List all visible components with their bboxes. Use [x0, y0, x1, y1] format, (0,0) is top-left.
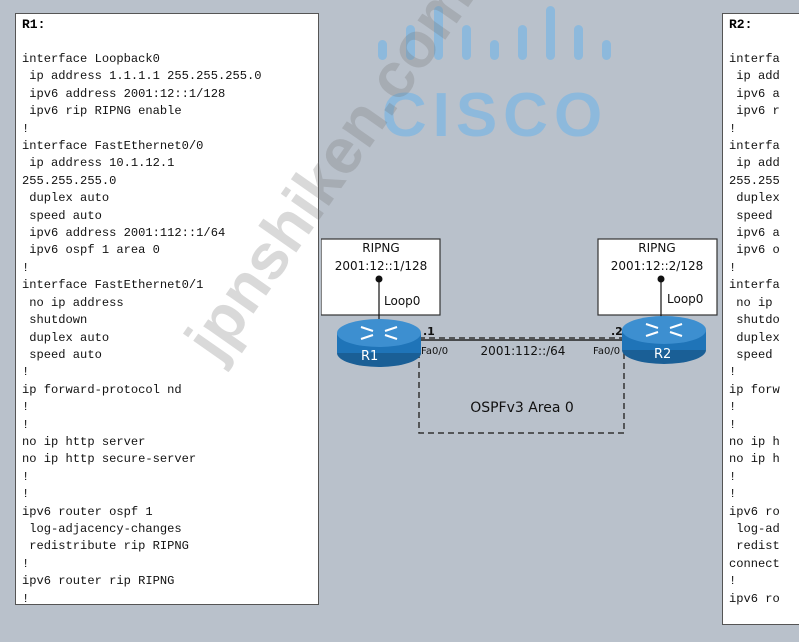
r2-ip-suffix: .2	[611, 325, 623, 338]
r1-config-panel: R1: interface Loopback0 ip address 1.1.1…	[15, 13, 319, 606]
r2-loopback-label: Loop0	[667, 292, 703, 306]
r2-config-text: interfa ip add ipv6 a ipv6 r ! interfa i…	[729, 52, 780, 606]
r1-interface-label: Fa0/0	[421, 346, 448, 357]
r2-ripng-title: RIPNG	[638, 241, 675, 255]
r1-loopback-label: Loop0	[384, 294, 420, 308]
r2-interface-label: Fa0/0	[593, 346, 620, 357]
r1-loopback-address: 2001:12::1/128	[335, 259, 428, 273]
r1-config-text: interface Loopback0 ip address 1.1.1.1 2…	[22, 52, 262, 606]
cisco-logo	[378, 6, 611, 60]
cisco-logo-text: CISCO	[382, 81, 608, 150]
r2-config-title: R2:	[729, 17, 753, 32]
r2-config-panel: R2: interfa ip add ipv6 a ipv6 r ! inter…	[722, 13, 799, 625]
ospf-area-box	[418, 337, 625, 434]
topology-diagram: CISCO RIPNG 2001:12::1/128 Loop0 RIPNG 2…	[321, 6, 718, 434]
r1-ripng-title: RIPNG	[362, 241, 399, 255]
r2-loopback-address: 2001:12::2/128	[611, 259, 704, 273]
r1-config-title: R1:	[22, 17, 46, 32]
r1-ip-suffix: .1	[423, 325, 435, 338]
r2-ripng-box	[597, 238, 718, 316]
r2-router-label: R2	[654, 347, 671, 362]
ospf-area-label: OSPFv3 Area 0	[470, 400, 574, 416]
r1-router-label: R1	[361, 349, 378, 364]
link-subnet-label: 2001:112::/64	[481, 344, 566, 358]
r2-router-icon	[622, 316, 706, 364]
r1-router-icon	[337, 319, 421, 367]
